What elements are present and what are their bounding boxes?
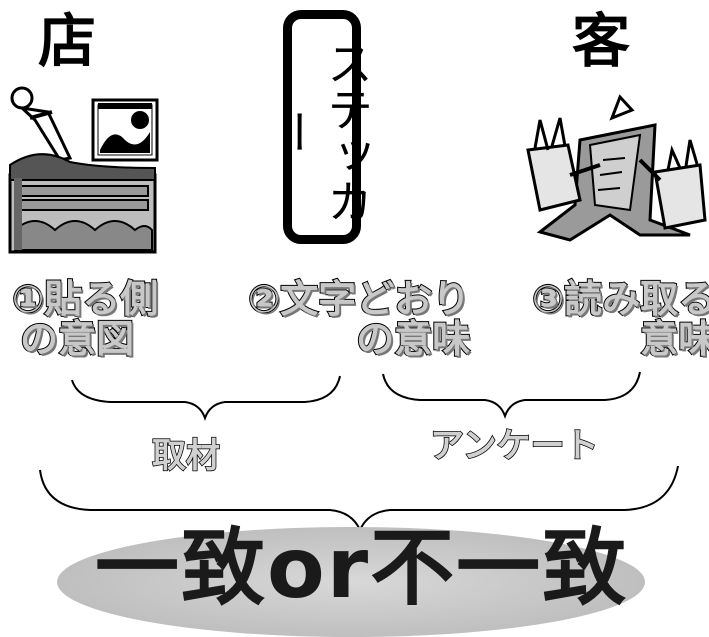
perspective-3-line1: ③読み取る — [531, 277, 709, 321]
coverage-label: 取材 — [151, 435, 221, 477]
shop-counter-icon — [8, 86, 159, 254]
shop-label: 店 — [38, 7, 97, 75]
perspective-3: ③読み取る 意味 — [531, 277, 709, 361]
customer-label: 客 — [572, 7, 631, 75]
brace-survey — [382, 371, 641, 419]
brace-coverage — [71, 375, 341, 421]
perspective-2: ②文字どおり の意味 — [247, 277, 471, 361]
perspective-1-line2: の意図 — [19, 316, 135, 361]
shopper-with-bags-icon — [526, 94, 707, 242]
diagram-canvas: 店 客 ステッカー ①貼る側 の意図 ②文 — [8, 7, 709, 637]
perspective-2-line2: の意味 — [355, 316, 471, 361]
sticker-box: ステッカー — [270, 10, 374, 244]
perspective-1-line1: ①貼る側 — [11, 277, 159, 321]
perspective-3-line2: 意味 — [639, 316, 709, 361]
result-text: 一致or不一致 — [95, 519, 629, 617]
perspective-1: ①貼る側 の意図 — [11, 277, 159, 361]
survey-label: アンケート — [429, 425, 599, 467]
perspective-2-line1: ②文字どおり — [247, 277, 471, 321]
